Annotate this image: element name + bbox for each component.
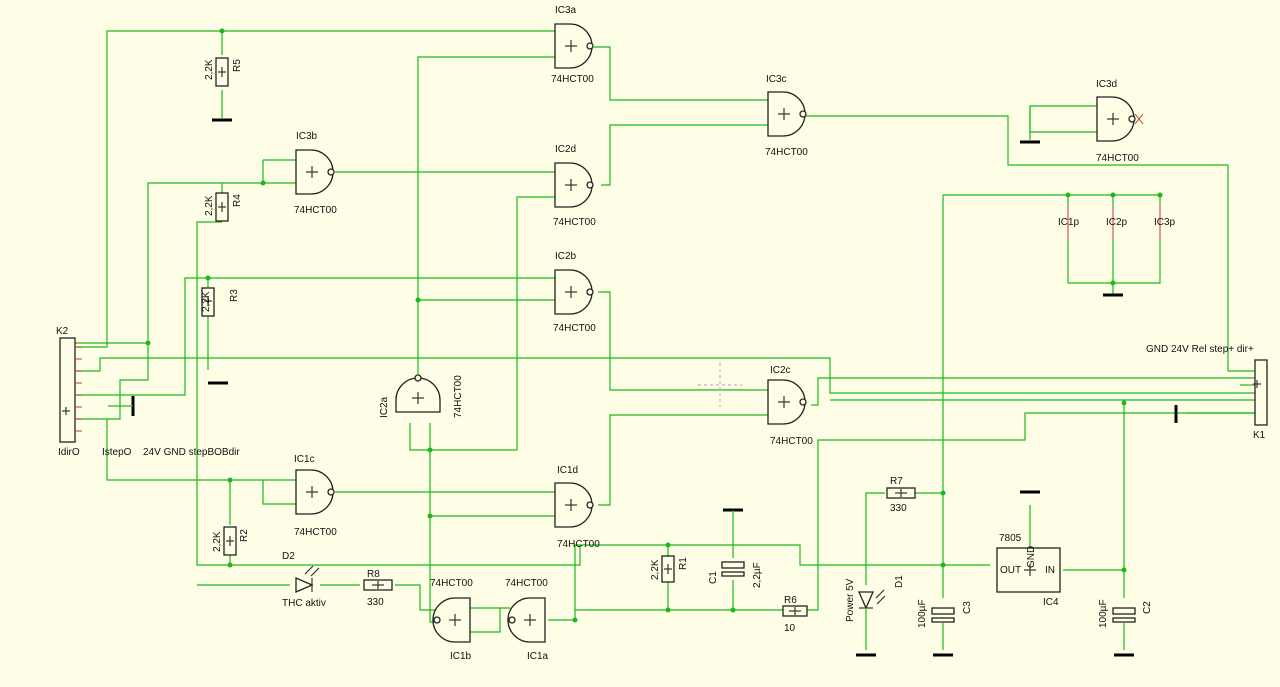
gate-ic1b[interactable]: 74HCT00 IC1b <box>430 578 473 662</box>
r4-value: 2,2K <box>204 195 215 216</box>
wires <box>75 30 1255 633</box>
c3-label: C3 <box>962 601 973 614</box>
connector-k2[interactable]: K2 IdirO IstepO 24V GND stepBOBdir <box>56 326 240 458</box>
r5-label: R5 <box>232 59 243 72</box>
reg-out: OUT <box>1000 565 1021 576</box>
r7-value: 330 <box>890 503 907 514</box>
d1-value: Power 5V <box>845 578 856 622</box>
resistor-r2[interactable]: 2,2K R2 <box>212 526 250 556</box>
ic1b-label: IC1b <box>450 651 472 662</box>
ic3c-label: IC3c <box>766 74 787 85</box>
ic3d-type: 74HCT00 <box>1096 153 1139 164</box>
k2-label: K2 <box>56 326 69 337</box>
connector-k1[interactable]: GND 24V Rel step+ dir+ K1 <box>1146 344 1268 441</box>
resistor-r8[interactable]: R8 330 <box>363 569 393 608</box>
ic2d-type: 74HCT00 <box>553 217 596 228</box>
gate-ic1c[interactable]: IC1c 74HCT00 <box>294 454 337 538</box>
k2-pin-group: 24V GND stepBOBdir <box>143 447 240 458</box>
gate-ic1a[interactable]: 74HCT00 IC1a <box>505 578 549 662</box>
r6-label: R6 <box>784 595 797 606</box>
gate-ic3a[interactable]: IC3a 74HCT00 <box>551 5 594 85</box>
ic2c-type: 74HCT00 <box>770 436 813 447</box>
ic1a-type: 74HCT00 <box>505 578 548 589</box>
gate-ic3b[interactable]: IC3b 74HCT00 <box>294 131 337 216</box>
d2-label: D2 <box>282 551 295 562</box>
resistor-r1[interactable]: 2,2K R1 <box>650 555 689 583</box>
r8-label: R8 <box>367 569 380 580</box>
ic2d-label: IC2d <box>555 144 576 155</box>
ic1c-label: IC1c <box>294 454 315 465</box>
ground-symbols <box>108 118 1178 657</box>
r2-label: R2 <box>239 529 250 542</box>
reg-in: IN <box>1045 565 1055 576</box>
ic2a-label: IC2a <box>379 396 390 418</box>
k1-pins-label: GND 24V Rel step+ dir+ <box>1146 344 1254 355</box>
ic4-type: 7805 <box>999 533 1022 544</box>
capacitor-c2[interactable]: 100µF C2 <box>1098 599 1153 650</box>
gate-ic2d[interactable]: IC2d 74HCT00 <box>553 144 596 228</box>
gate-ic2a[interactable]: IC2a 74HCT00 <box>379 374 464 418</box>
r8-value: 330 <box>367 597 384 608</box>
k2-pin-istep: IstepO <box>102 447 132 458</box>
capacitor-c3[interactable]: 100µF C3 <box>917 599 973 650</box>
k2-pin-idir: IdirO <box>58 447 80 458</box>
d1-label: D1 <box>894 575 905 588</box>
ic1c-type: 74HCT00 <box>294 527 337 538</box>
ic3p-label: IC3p <box>1154 217 1176 228</box>
c1-label: C1 <box>708 571 719 584</box>
d2-value: THC aktiv <box>282 598 326 609</box>
r5-value: 2,2K <box>204 59 215 80</box>
led-d1[interactable]: Power 5V D1 <box>845 575 905 650</box>
r6-value: 10 <box>784 623 796 634</box>
r2-value: 2,2K <box>212 531 223 552</box>
c1-value: 2,2µF <box>752 562 763 588</box>
r1-value: 2,2K <box>650 559 661 580</box>
ic2c-label: IC2c <box>770 365 791 376</box>
r3-value: 2,2K <box>201 291 212 312</box>
gate-ic2c[interactable]: IC2c 74HCT00 <box>767 365 813 447</box>
ic1d-label: IC1d <box>557 465 578 476</box>
k1-label: K1 <box>1253 430 1266 441</box>
ic3c-type: 74HCT00 <box>765 147 808 158</box>
r7-label: R7 <box>890 476 903 487</box>
c2-value: 100µF <box>1098 599 1109 628</box>
ic2p-label: IC2p <box>1106 217 1128 228</box>
ic-power-pins: IC1p IC2p IC3p <box>1058 205 1176 240</box>
led-d2[interactable]: D2 THC aktiv <box>282 551 326 609</box>
regulator-ic4[interactable]: 7805 IC4 OUT IN GND <box>996 533 1061 608</box>
ic2b-type: 74HCT00 <box>553 323 596 334</box>
ic1p-label: IC1p <box>1058 217 1080 228</box>
ic1d-type: 74HCT00 <box>557 539 600 550</box>
gate-ic2b[interactable]: IC2b 74HCT00 <box>553 251 596 334</box>
ic3b-label: IC3b <box>296 131 318 142</box>
c3-value: 100µF <box>917 599 928 628</box>
ic3b-type: 74HCT00 <box>294 205 337 216</box>
ic3a-type: 74HCT00 <box>551 74 594 85</box>
ic2a-type: 74HCT00 <box>453 375 464 418</box>
gate-ic3c[interactable]: IC3c 74HCT00 <box>765 74 808 158</box>
gate-ic3d[interactable]: IC3d 74HCT00 <box>1096 79 1144 164</box>
resistor-r4[interactable]: 2,2K R4 <box>204 192 243 222</box>
ic3d-label: IC3d <box>1096 79 1117 90</box>
cursor-crosshair <box>698 363 742 407</box>
ic1a-label: IC1a <box>527 651 549 662</box>
r3-label: R3 <box>229 289 240 302</box>
ic1b-type: 74HCT00 <box>430 578 473 589</box>
c2-label: C2 <box>1142 601 1153 614</box>
resistor-r5[interactable]: 2,2K R5 <box>204 57 243 87</box>
r4-label: R4 <box>232 194 243 207</box>
resistor-r3[interactable]: 2,2K R3 <box>201 287 240 317</box>
resistor-r7[interactable]: R7 330 <box>886 476 916 514</box>
ic4-label: IC4 <box>1043 597 1059 608</box>
resistor-r6[interactable]: R6 10 <box>782 595 808 634</box>
junction-dots <box>145 28 1163 623</box>
capacitor-c1[interactable]: C1 2,2µF <box>708 561 763 588</box>
ic2b-label: IC2b <box>555 251 577 262</box>
r1-label: R1 <box>678 557 689 570</box>
reg-gnd: GND <box>1026 546 1037 568</box>
ic3a-label: IC3a <box>555 5 577 16</box>
gate-ic1d[interactable]: IC1d 74HCT00 <box>554 465 600 550</box>
